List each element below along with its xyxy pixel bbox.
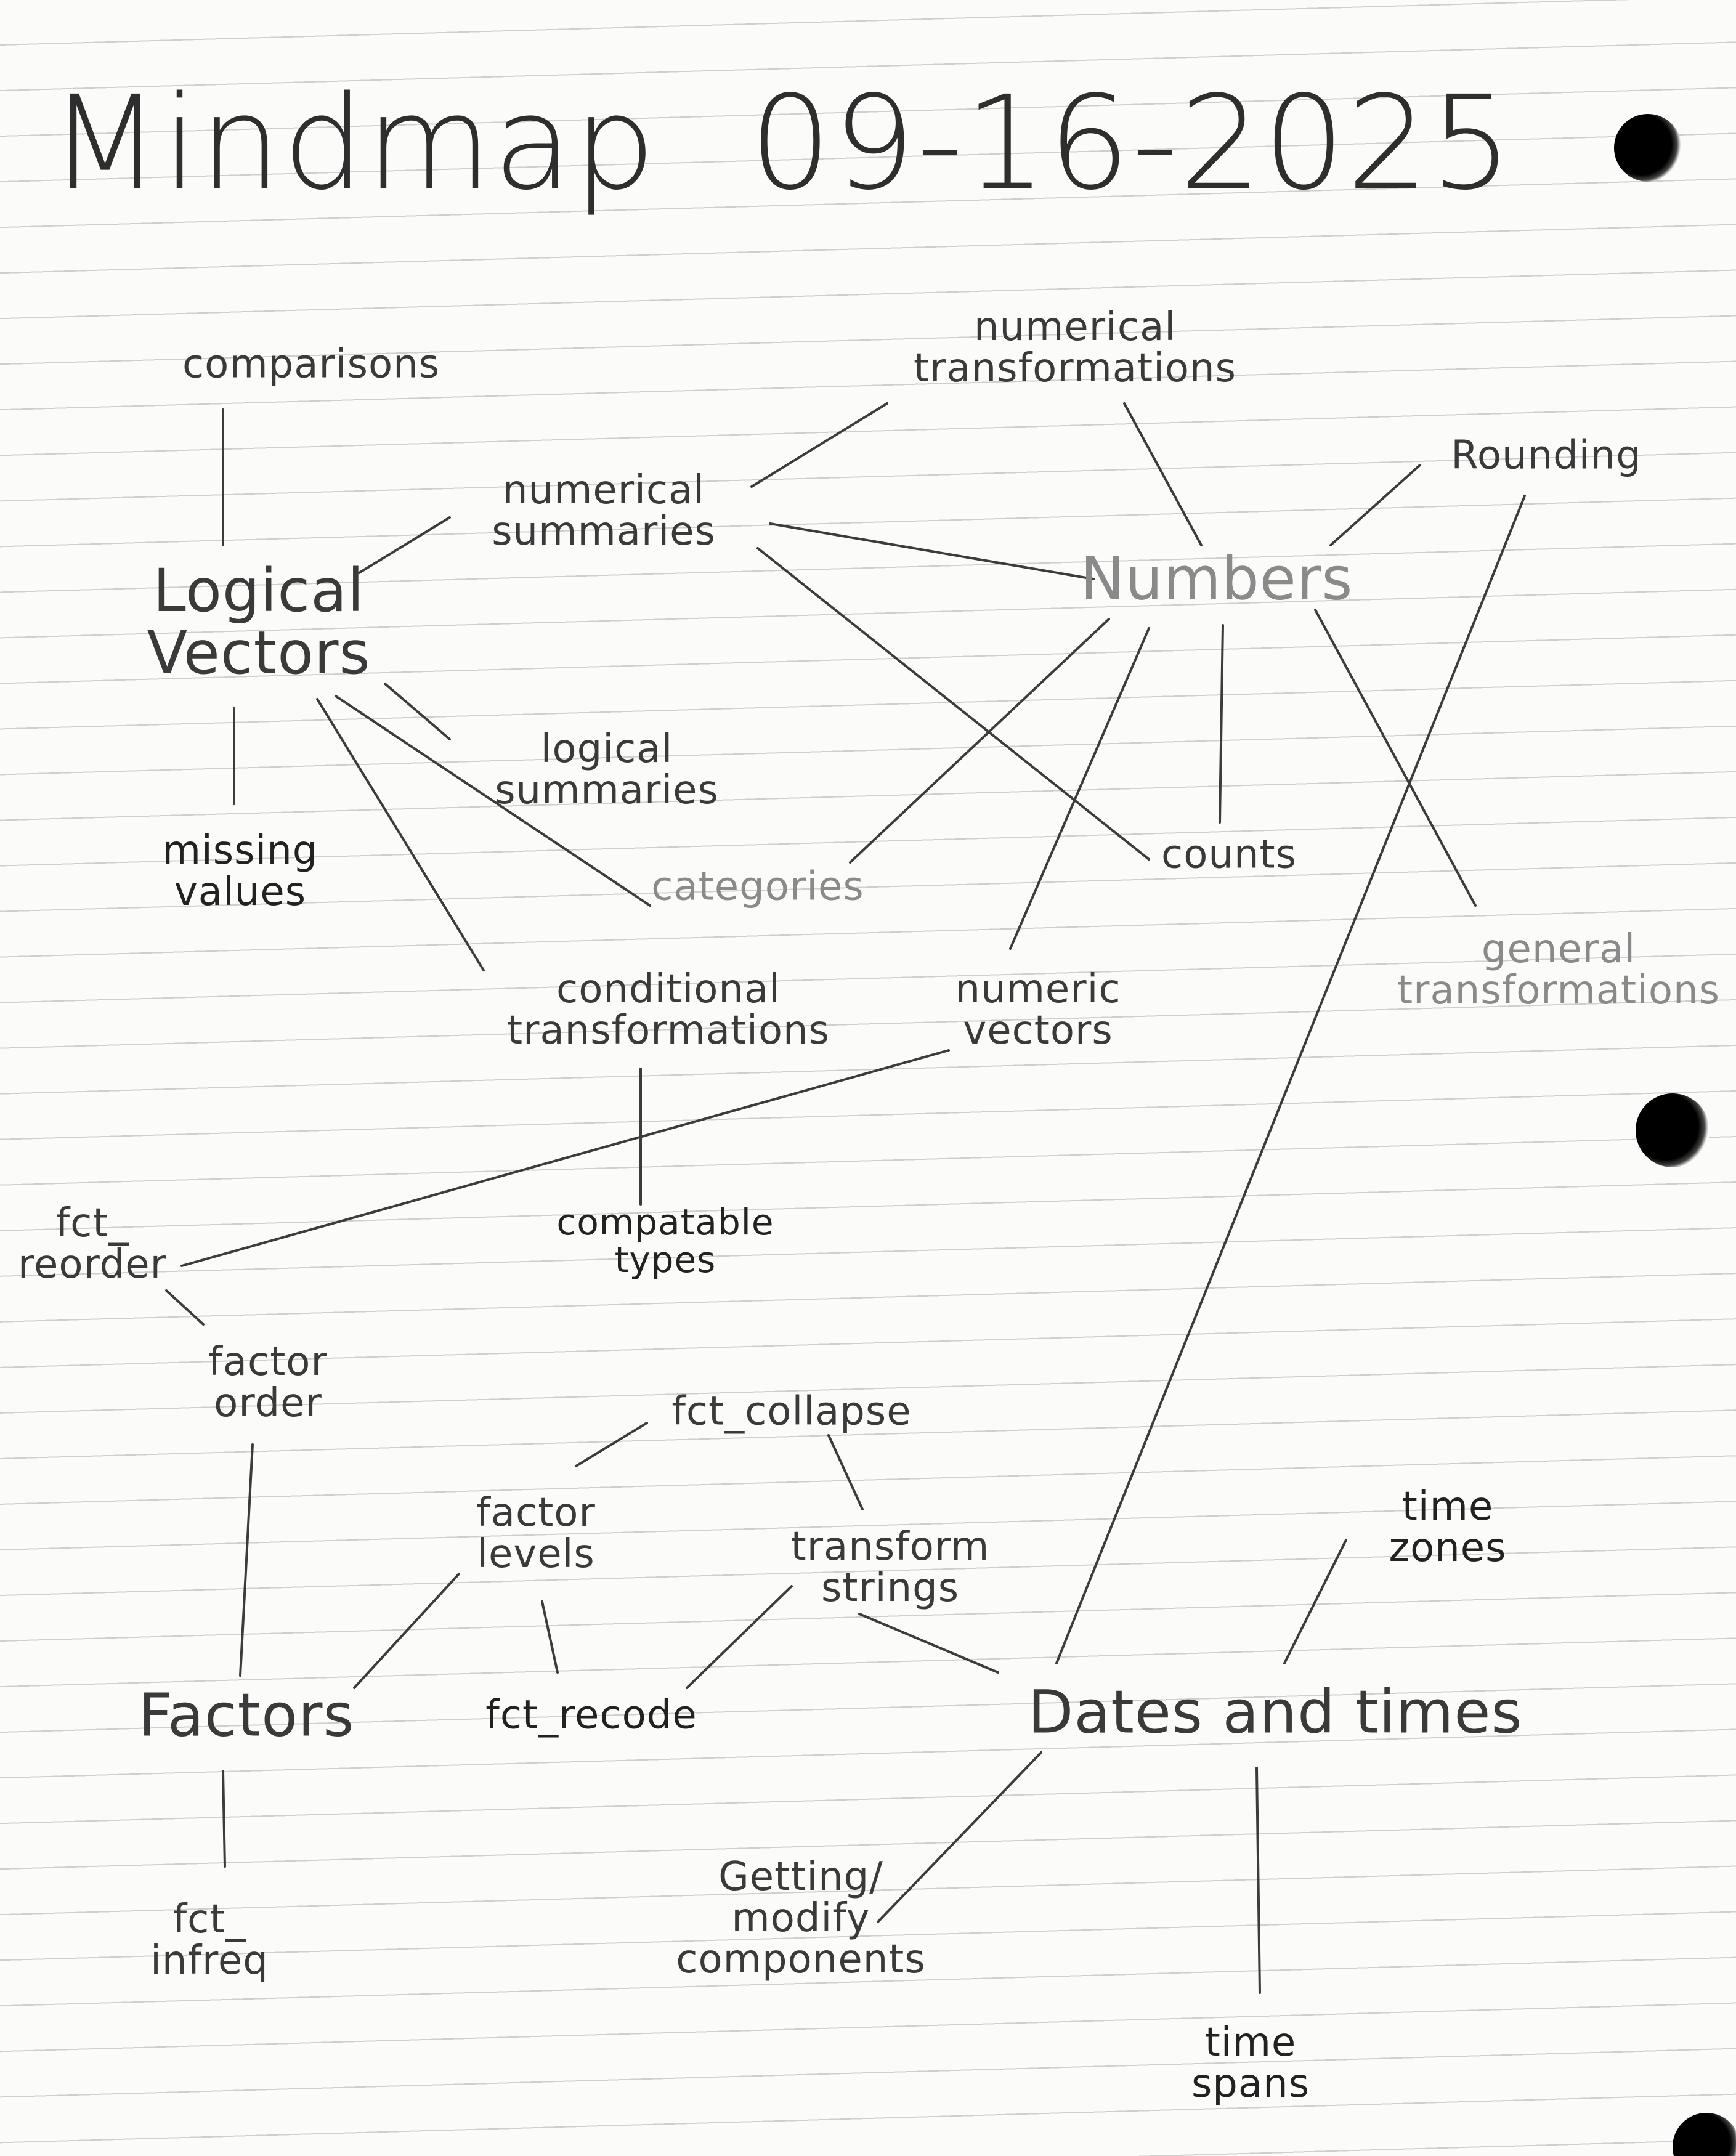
node-missing-values: missing values [162, 827, 318, 915]
connector-numsummaries-numbers [769, 522, 1095, 580]
node-categories: categories [651, 864, 864, 910]
connector-numsummaries-numtransform [750, 402, 888, 488]
connector-rounding-dates [1055, 495, 1526, 1664]
connector-factorlevels-factors [353, 1573, 460, 1689]
page-title: Mindmap 09-16-2025 [49, 68, 1606, 219]
connector-logical-logsummaries [384, 683, 451, 740]
connector-factors-fctinfreq [222, 1770, 226, 1868]
node-numbers: Numbers [1080, 544, 1353, 614]
connector-factorlevels-fctrecode [541, 1600, 559, 1674]
binder-hole-top [1614, 114, 1682, 182]
node-transform-strings: transform strings [790, 1523, 990, 1611]
node-fct-infreq: fct_ infreq [150, 1896, 269, 1984]
node-conditional-transformations: conditional transformations [507, 966, 830, 1053]
node-numerical-summaries: numerical summaries [492, 467, 716, 554]
connector-transformstrings-dates [858, 1613, 999, 1674]
node-getting-modify-components: Getting/ modify components [676, 1854, 926, 1983]
title-word: Mindmap [49, 68, 657, 219]
connector-logical-numsummaries [358, 516, 451, 574]
node-fct-recode: fct_recode [485, 1692, 697, 1738]
connector-numsummaries-counts [756, 547, 1150, 861]
connector-factororder-factors [239, 1443, 254, 1677]
connector-fctreorder-factororder [165, 1289, 205, 1326]
node-factor-levels: factor levels [476, 1489, 596, 1577]
connector-transformstrings-fctrecode [686, 1585, 793, 1689]
node-logical-vectors: Logical Vectors [147, 556, 371, 687]
binder-hole-middle [1636, 1093, 1710, 1167]
node-factor-order: factor order [208, 1339, 328, 1426]
connector-fctcollapse-transformstrings [827, 1434, 864, 1510]
connector-numericvectors-fctreorder [180, 1049, 950, 1267]
node-numerical-transformations: numerical transformations [914, 304, 1236, 391]
node-logical-summaries: logical summaries [495, 726, 719, 813]
connector-rounding-numbers [1329, 464, 1421, 546]
connector-logical-conditional [316, 698, 485, 971]
node-fct-collapse: fct_collapse [671, 1388, 912, 1435]
connector-dates-getting [877, 1751, 1042, 1923]
connector-logical-categories [335, 695, 651, 907]
node-dates-and-times: Dates and times [1028, 1677, 1523, 1747]
node-time-spans: time spans [1191, 2019, 1310, 2107]
connector-fctcollapse-factorlevels [575, 1422, 648, 1467]
connector-numbers-general [1314, 609, 1477, 907]
connector-numbers-counts [1219, 624, 1224, 824]
node-compatable-types: compatable types [556, 1201, 774, 1281]
node-counts: counts [1161, 832, 1297, 878]
connector-dates-timespans [1255, 1767, 1261, 1994]
connector-numtransform-numbers [1123, 402, 1203, 546]
node-general-transformations: general transformations [1397, 926, 1720, 1013]
node-factors: Factors [138, 1680, 355, 1750]
node-rounding: Rounding [1451, 432, 1642, 479]
title-date: 09-16-2025 [749, 68, 1514, 219]
connector-numbers-numericvectors [1009, 627, 1150, 950]
node-numeric-vectors: numeric vectors [955, 966, 1121, 1053]
node-time-zones: time zones [1389, 1483, 1507, 1571]
node-comparisons: comparisons [182, 341, 440, 387]
node-fct-reorder: fct_ reorder [18, 1200, 167, 1287]
connector-timezones-dates [1283, 1539, 1347, 1664]
connector-numbers-categories [849, 618, 1110, 864]
